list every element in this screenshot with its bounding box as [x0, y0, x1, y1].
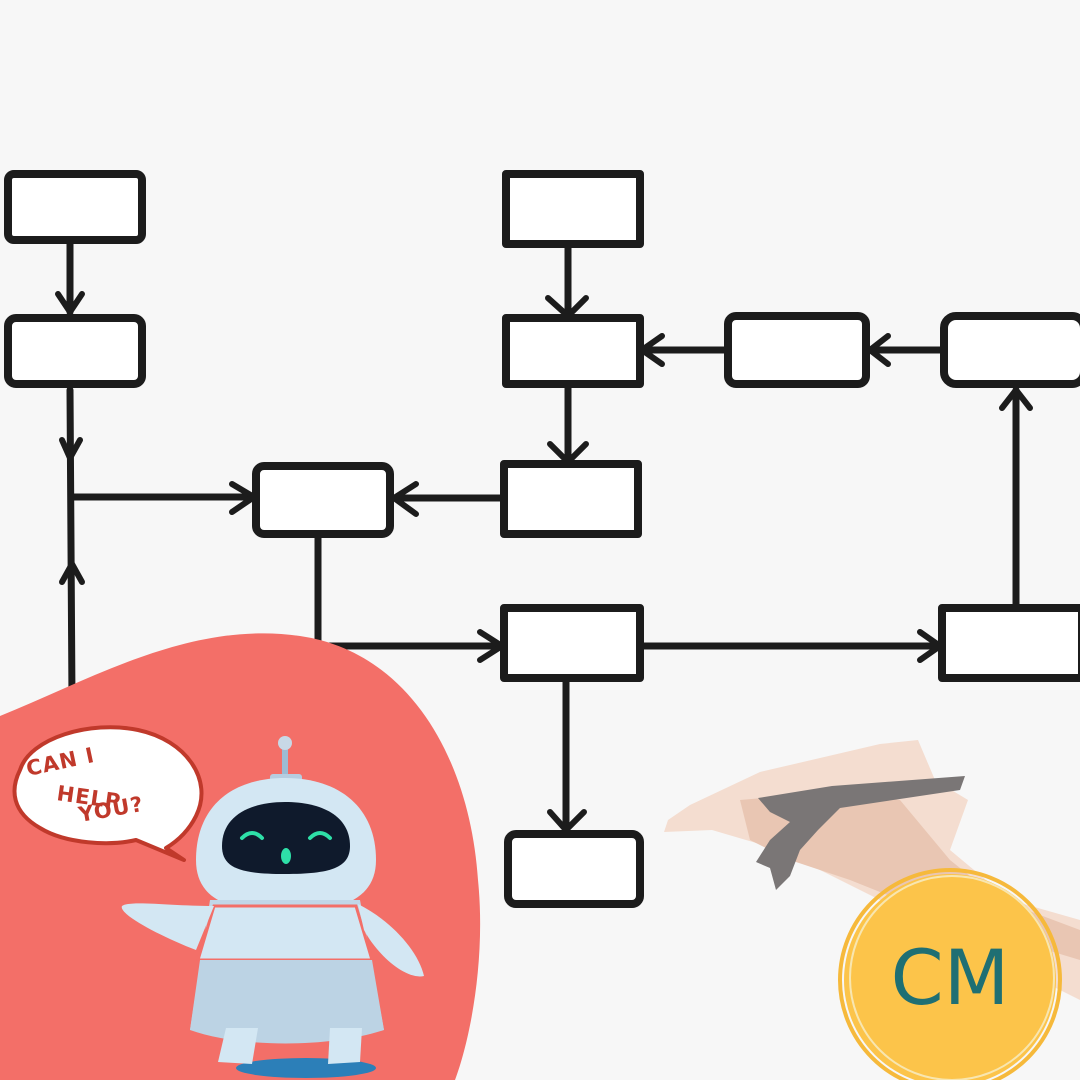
flowchart-box: [252, 462, 394, 538]
cm-logo-icon: CM: [838, 868, 1062, 1080]
connector-c-f: [314, 534, 508, 650]
connector-a2-down: [66, 386, 76, 704]
logo-text: CM: [891, 933, 1010, 1022]
flowchart-box: [724, 312, 870, 388]
flowchart-box: [500, 460, 642, 538]
flowchart: [4, 170, 1080, 908]
flowchart-box: [500, 604, 644, 682]
flowchart-box: [4, 170, 146, 244]
flowchart-box: [504, 830, 644, 908]
speech-bubble-icon: CAN I HELP YOU?: [12, 725, 204, 862]
flowchart-box: [4, 314, 146, 388]
flowchart-box: [502, 314, 644, 388]
robot-icon: [121, 736, 424, 1078]
flowchart-box: [940, 312, 1080, 388]
arrowhead: [59, 437, 83, 461]
arrowhead: [59, 561, 85, 585]
flowchart-box: [938, 604, 1080, 682]
arrowhead: [999, 387, 1033, 411]
flowchart-box: [502, 170, 644, 248]
arrowhead: [55, 291, 85, 315]
